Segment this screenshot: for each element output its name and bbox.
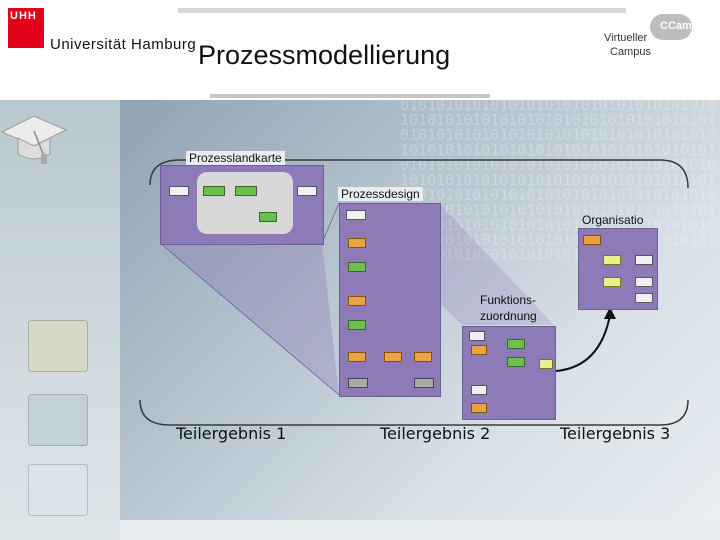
label-funktion-line1: Funktions- [480, 293, 537, 307]
map-node-start [169, 186, 189, 196]
design-node-6 [384, 352, 402, 362]
design-node-3 [348, 296, 366, 306]
design-node-1 [348, 238, 366, 248]
org-node-4 [603, 277, 621, 287]
org-node-5 [635, 277, 653, 287]
label-prozessdesign: Prozessdesign [338, 187, 423, 201]
university-name: Universität Hamburg [50, 36, 197, 53]
design-node-2 [348, 262, 366, 272]
func-node-3 [507, 339, 525, 349]
map-node-2 [235, 186, 257, 196]
org-node-6 [635, 293, 653, 303]
label-prozesslandkarte: Prozesslandkarte [186, 151, 285, 165]
design-node-end-1 [348, 378, 368, 388]
result-1: Teilergebnis 1 [176, 424, 287, 443]
func-node-4 [507, 357, 525, 367]
label-funktion-line2: zuordnung [480, 309, 537, 323]
bottom-band [120, 520, 720, 540]
decor-square-2 [28, 394, 88, 446]
curved-arrow-icon [555, 307, 616, 372]
virtual-campus-line2: Campus [610, 46, 651, 58]
decor-square-3 [28, 464, 88, 516]
func-node-7 [471, 403, 487, 413]
func-node-6 [471, 385, 487, 395]
decorative-line-top [178, 8, 626, 13]
org-node-3 [635, 255, 653, 265]
design-node-4 [348, 320, 366, 330]
label-organisation-line1: Organisatio [582, 213, 644, 227]
graduation-cap-icon [0, 115, 68, 164]
map-node-end [297, 186, 317, 196]
virtual-campus-badge-text: CCampus [660, 20, 712, 32]
decor-square-1 [28, 320, 88, 372]
panel-funktionszuordnung [462, 326, 556, 420]
uhh-logo-text: UHH [10, 10, 37, 22]
org-node-2 [603, 255, 621, 265]
result-2: Teilergebnis 2 [380, 424, 491, 443]
map-node-3 [259, 212, 277, 222]
page-title: Prozessmodellierung [198, 40, 451, 70]
binary-texture: 0101010101010101010101010101010101010101… [400, 98, 717, 264]
result-3: Teilergebnis 3 [560, 424, 671, 443]
org-node-1 [583, 235, 601, 245]
process-map-lane [197, 172, 293, 234]
panel-organisation [578, 228, 658, 310]
design-node-start [346, 210, 366, 220]
func-node-5 [539, 359, 553, 369]
design-node-5 [348, 352, 366, 362]
virtual-campus-line1: Virtueller [604, 32, 648, 44]
decorative-line-mid [210, 94, 490, 98]
panel-prozessdesign [339, 203, 441, 397]
virtual-campus-badge [650, 14, 692, 40]
map-node-1 [203, 186, 225, 196]
design-node-7 [414, 352, 432, 362]
func-node-1 [469, 331, 485, 341]
uhh-logo [8, 8, 44, 48]
design-node-end-2 [414, 378, 434, 388]
slide-header [0, 0, 720, 100]
panel-prozesslandkarte [160, 165, 324, 245]
func-node-2 [471, 345, 487, 355]
